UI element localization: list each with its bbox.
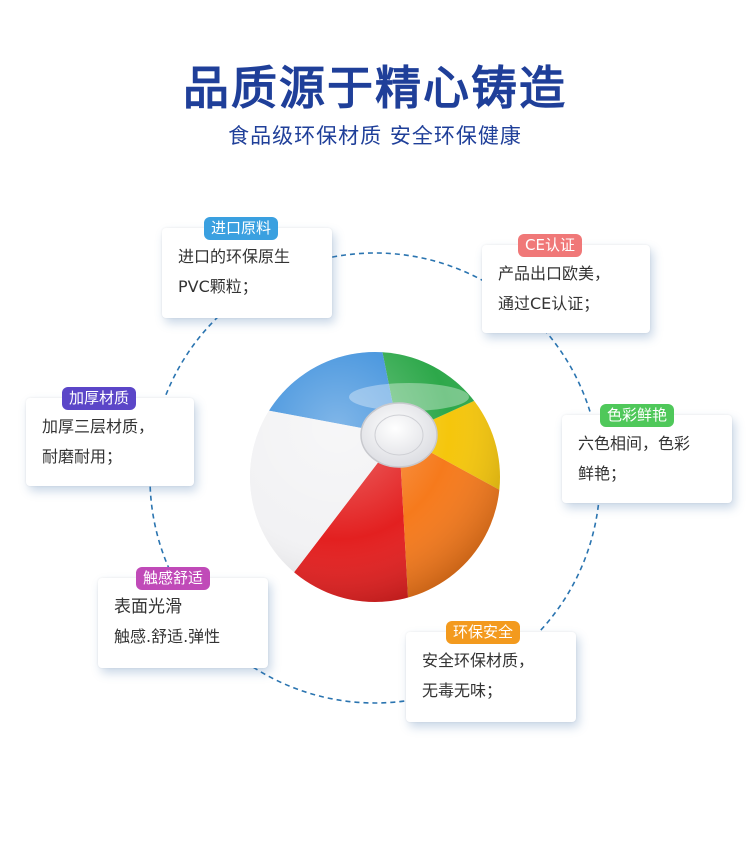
feature-line: 加厚三层材质，: [42, 417, 155, 436]
feature-tag: 色彩鲜艳: [600, 404, 675, 427]
feature-line: 鲜艳；: [578, 464, 627, 483]
feature-line: 表面光滑: [114, 597, 182, 617]
page-title: 品质源于精心铸造: [183, 61, 567, 115]
feature-line: 进口的环保原生: [178, 247, 291, 266]
ball-valve-cap: [360, 402, 438, 468]
feature-tag: 进口原料: [204, 217, 279, 240]
feature-card-bright-colors: 色彩鲜艳 六色相间，色彩 鲜艳；: [562, 404, 732, 503]
feature-line: PVC颗粒；: [178, 277, 258, 296]
feature-card-comfortable-touch: 触感舒适 表面光滑 触感.舒适.弹性: [98, 567, 268, 668]
feature-tag: 加厚材质: [62, 387, 137, 410]
feature-tag: 环保安全: [446, 621, 521, 644]
feature-tag: 触感舒适: [136, 567, 211, 590]
feature-line: 产品出口欧美，: [498, 264, 611, 283]
beach-ball-image: [250, 352, 500, 602]
feature-line: 六色相间，色彩: [578, 434, 691, 453]
feature-line: 无毒无味；: [422, 681, 503, 700]
feature-line: 耐磨耐用；: [42, 447, 123, 466]
feature-line: 安全环保材质，: [422, 651, 535, 670]
feature-line: 通过CE认证；: [498, 294, 600, 313]
feature-line: 触感.舒适.弹性: [114, 627, 221, 646]
feature-card-eco-safety: 环保安全 安全环保材质， 无毒无味；: [406, 621, 576, 722]
feature-tag: CE认证: [518, 234, 582, 257]
feature-card-ce-certification: CE认证 产品出口欧美， 通过CE认证；: [482, 234, 650, 333]
feature-card-thick-material: 加厚材质 加厚三层材质， 耐磨耐用；: [26, 387, 194, 486]
page-subtitle: 食品级环保材质 安全环保健康: [228, 124, 522, 148]
feature-card-import-material: 进口原料 进口的环保原生 PVC颗粒；: [162, 217, 332, 318]
